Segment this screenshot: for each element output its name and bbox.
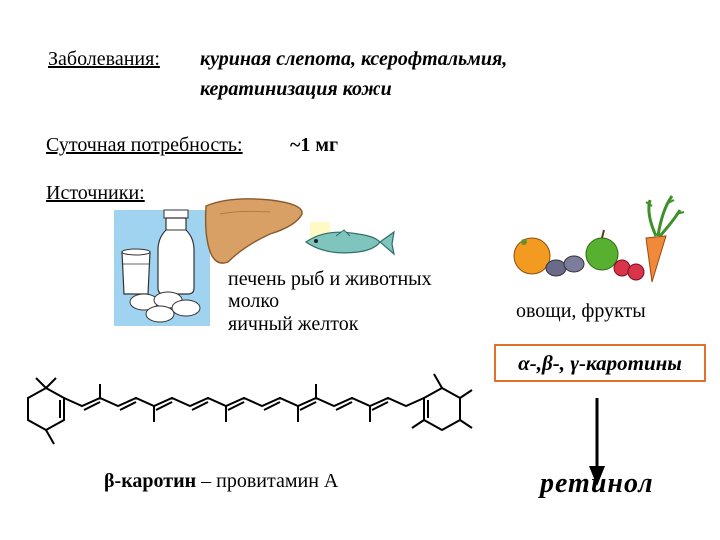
milk-bottle-icon xyxy=(157,209,195,295)
plum-icon xyxy=(545,255,585,277)
egg-icon xyxy=(129,291,201,323)
source-plant-label: овощи, фрукты xyxy=(516,300,646,322)
diseases-label: Заболевания: xyxy=(48,48,160,70)
carotenes-word: каротины xyxy=(585,350,682,375)
sources-label: Источники: xyxy=(46,182,145,204)
carotenes-greek: α-,β-, γ- xyxy=(518,350,586,375)
orange-icon xyxy=(513,237,551,275)
milk-eggs-illustration xyxy=(114,209,210,326)
diseases-line-1: куриная слепота, ксерофтальмия, xyxy=(200,48,508,70)
berries-icon xyxy=(613,259,645,281)
liver-icon xyxy=(204,198,303,264)
beta-carotene-desc: – провитамин А xyxy=(196,470,339,492)
carrot-icon xyxy=(645,195,685,283)
apple-icon xyxy=(585,229,619,271)
source-animal-line: яичный желток xyxy=(228,313,359,335)
beta-carotene-label: β-каротин – провитамин А xyxy=(104,470,338,493)
fish-icon xyxy=(304,222,395,256)
arrow-down-icon xyxy=(589,398,605,486)
daily-need-value: ~1 мг xyxy=(290,134,339,156)
source-animal-line: молко xyxy=(228,290,280,312)
daily-need-label: Суточная потребность: xyxy=(46,134,243,156)
beta-carotene-structure xyxy=(27,373,473,445)
fruits-vegetables-illustration xyxy=(513,195,685,283)
milk-glass-icon xyxy=(121,248,151,295)
retinol-label: ретинол xyxy=(540,468,654,499)
beta-carotene-name: β-каротин xyxy=(104,470,197,492)
source-animal-line: печень рыб и животных xyxy=(228,268,432,290)
carotenes-box: α-,β-, γ-каротины xyxy=(494,344,706,382)
diseases-line-2: кератинизация кожи xyxy=(200,78,392,100)
